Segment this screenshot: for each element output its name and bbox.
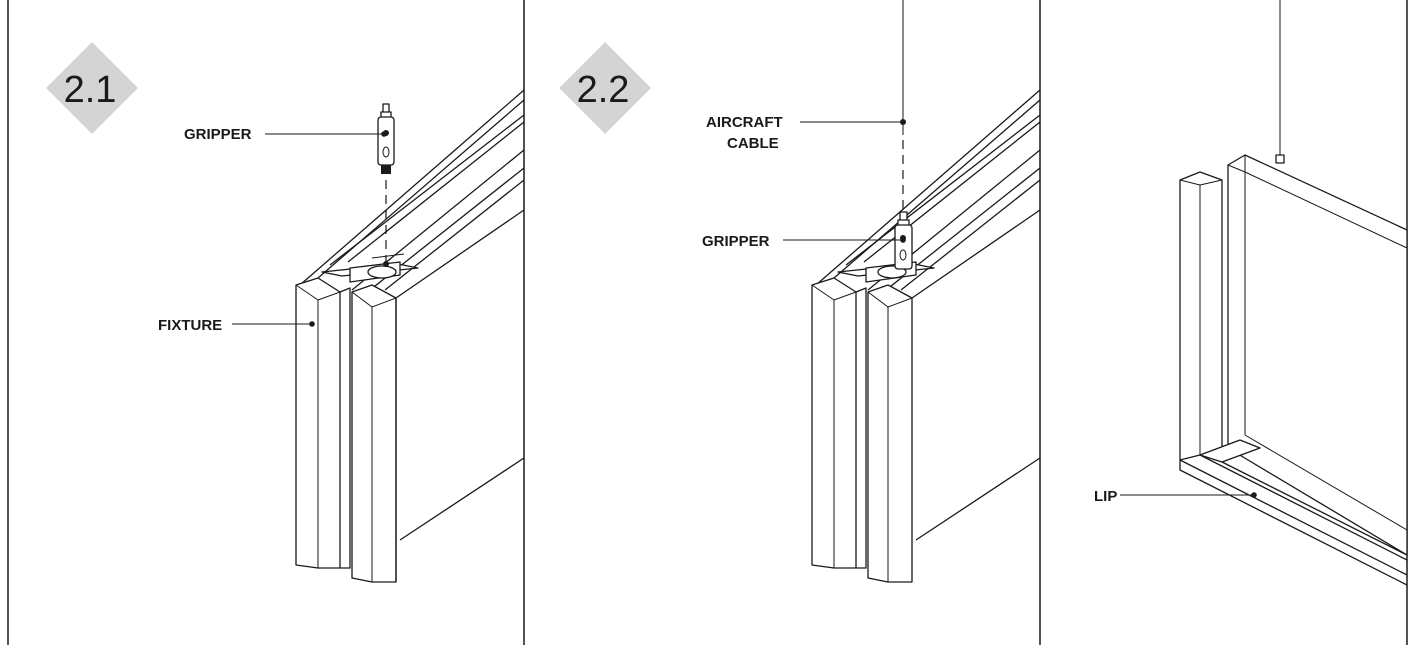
fixture-drawing — [811, 89, 1041, 583]
svg-text:FIXTURE: FIXTURE — [158, 317, 222, 334]
panel-step-3: LIP — [1094, 0, 1408, 586]
gripper-label: GRIPPER — [184, 126, 387, 143]
svg-text:CABLE: CABLE — [727, 135, 779, 152]
svg-text:LIP: LIP — [1094, 488, 1117, 505]
aircraft-cable-label: AIRCRAFT CABLE — [706, 114, 901, 152]
fixture-drawing — [295, 89, 525, 583]
fixture-drawing — [1179, 154, 1408, 586]
svg-text:AIRCRAFT: AIRCRAFT — [706, 114, 783, 131]
step-badge: 2.2 — [559, 42, 651, 134]
step-number: 2.1 — [64, 69, 117, 111]
svg-text:GRIPPER: GRIPPER — [184, 126, 252, 143]
step-badge: 2.1 — [46, 42, 138, 134]
panel-step-2-1: 2.1 — [46, 42, 525, 583]
step-number: 2.2 — [577, 69, 630, 111]
gripper-label: GRIPPER — [702, 233, 906, 250]
gripper-icon — [377, 103, 395, 174]
lip-label: LIP — [1094, 488, 1257, 505]
fixture-label: FIXTURE — [158, 317, 315, 334]
gripper-icon — [894, 211, 913, 270]
panel-step-2-2: 2.2 — [559, 0, 1041, 583]
svg-text:GRIPPER: GRIPPER — [702, 233, 770, 250]
